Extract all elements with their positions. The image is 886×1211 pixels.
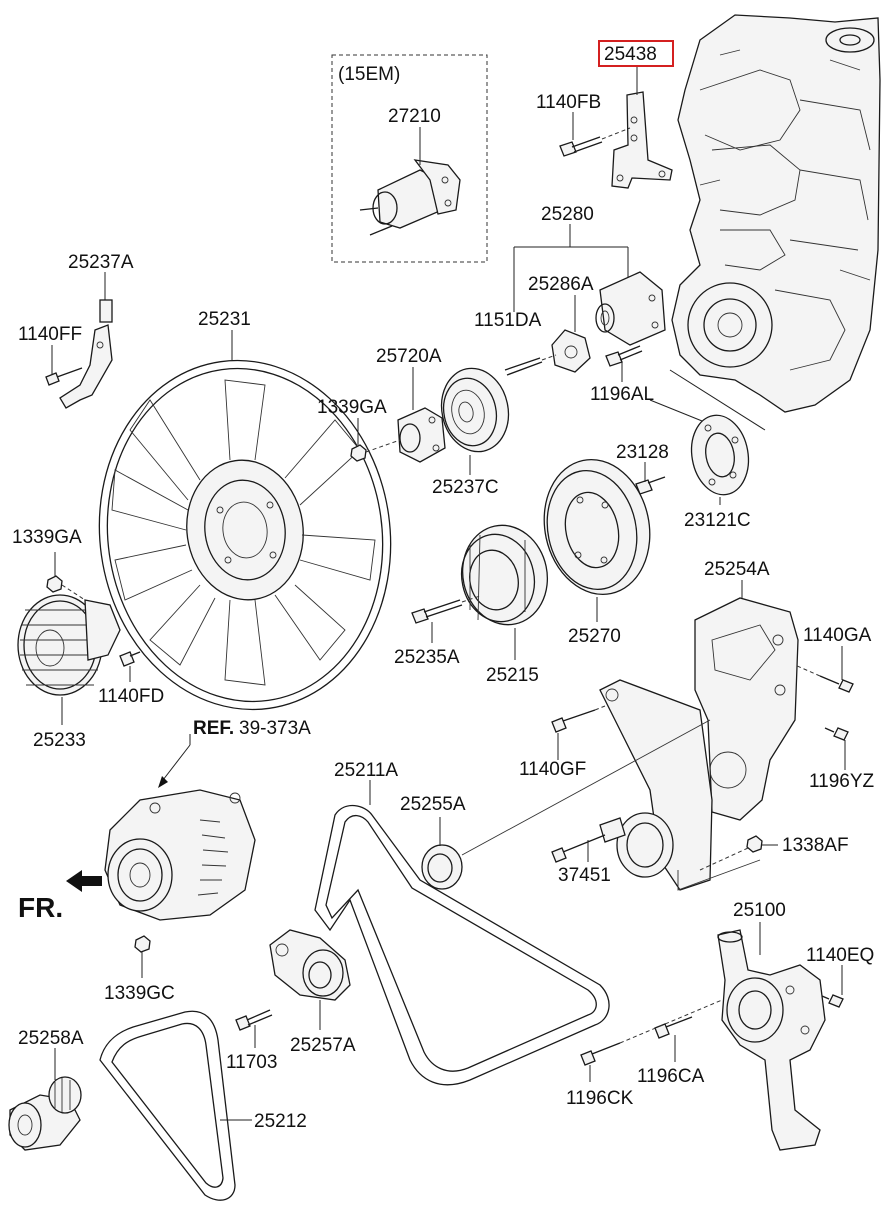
bolt-1196CK: [580, 1042, 621, 1066]
label-25237C: 25237C: [432, 477, 499, 498]
label-1339GC: 1339GC: [104, 983, 175, 1004]
bolt-11703: [235, 1009, 273, 1031]
label-25255A: 25255A: [400, 794, 466, 815]
engine-block: [671, 14, 881, 413]
label-1140FF: 1140FF: [18, 324, 82, 345]
label-1196YZ: 1196YZ: [809, 771, 875, 792]
label-1140FD: 1140FD: [98, 686, 164, 707]
bolt-1140GA: [819, 675, 854, 693]
nut-1339GA-left: [46, 575, 63, 593]
pulley-25215: [460, 524, 549, 626]
label-23121C: 23121C: [684, 510, 751, 531]
label-1196CA: 1196CA: [637, 1066, 705, 1087]
label-25100: 25100: [733, 900, 786, 921]
label-1151DA: 1151DA: [474, 310, 542, 331]
label-1140FB: 1140FB: [536, 92, 601, 113]
bolt-1196AL: [605, 345, 643, 367]
label-15EM: (15EM): [338, 64, 400, 85]
tensioner-37451: [599, 812, 674, 878]
bolt-1140FF: [45, 367, 83, 386]
flange-25286A: [551, 329, 591, 373]
label-25254A: 25254A: [704, 559, 770, 580]
label-front: FR.: [18, 892, 63, 923]
bolt-1140GF: [551, 709, 596, 733]
label-25235A: 25235A: [394, 647, 460, 668]
hub-25720A: [397, 407, 446, 463]
highlight-box-25438: [598, 40, 674, 67]
label-ref-number: 39-373A: [239, 718, 311, 739]
stud-1151DA: [504, 357, 543, 376]
label-25233: 25233: [33, 730, 86, 751]
label-25280: 25280: [541, 204, 594, 225]
label-1140GF: 1140GF: [519, 759, 586, 780]
label-25258A: 25258A: [18, 1028, 84, 1049]
label-1140EQ: 1140EQ: [806, 945, 874, 966]
actuator-27210: [359, 159, 461, 236]
label-25212: 25212: [254, 1111, 307, 1132]
label-25231: 25231: [198, 309, 251, 330]
bolt-23128: [635, 476, 666, 495]
bolt-37451: [551, 834, 606, 863]
label-23128: 23128: [616, 442, 669, 463]
damper-25270: [543, 458, 651, 596]
nut-1338AF: [746, 835, 763, 853]
pump-25280: [595, 271, 666, 346]
label-1338AF: 1338AF: [782, 835, 849, 856]
bolt-1140EQ: [821, 994, 844, 1008]
bolt-1140FD: [119, 651, 141, 667]
label-25720A: 25720A: [376, 346, 442, 367]
label-27210: 27210: [388, 106, 441, 127]
label-25257A: 25257A: [290, 1035, 356, 1056]
nut-1339GA-top: [350, 444, 367, 462]
variant-box-15EM: [331, 54, 488, 263]
label-37451: 37451: [558, 865, 611, 886]
label-11703: 11703: [226, 1052, 277, 1073]
fan-25231: [98, 359, 392, 711]
bolt-1140FB: [559, 136, 603, 157]
label-ref-bold: REF.: [193, 718, 234, 739]
label-25211A: 25211A: [334, 760, 398, 781]
label-25438: 25438: [604, 44, 657, 65]
bolt-25235A: [411, 599, 463, 624]
tensioner-25257A: [269, 929, 351, 1001]
idler-25258A: [8, 1076, 82, 1151]
label-1196AL: 1196AL: [590, 384, 654, 405]
belt-25211A: [314, 804, 610, 1086]
label-1196CK: 1196CK: [566, 1088, 634, 1109]
belt-25212: [99, 1010, 236, 1201]
label-25215: 25215: [486, 665, 539, 686]
water-pump-25100: [717, 929, 826, 1151]
pulley-25237C: [440, 367, 510, 453]
idler-25255A: [421, 844, 463, 890]
bolt-1196YZ: [824, 727, 849, 741]
bracket-25254A: [694, 597, 799, 821]
label-25286A: 25286A: [528, 274, 594, 295]
fan-clutch-25233: [17, 594, 121, 696]
label-25237A: 25237A: [68, 252, 134, 273]
front-arrow: [66, 870, 102, 892]
plate-23121C: [690, 414, 750, 496]
sensor-25237A: [59, 299, 113, 409]
nut-1339GC: [134, 935, 151, 953]
bolt-1196CA: [654, 1016, 693, 1039]
label-1140GA: 1140GA: [803, 625, 872, 646]
label-25270: 25270: [568, 626, 621, 647]
alternator: [104, 789, 256, 921]
label-1339GA-top: 1339GA: [317, 397, 387, 418]
bracket-25438: [611, 91, 673, 189]
bracket-tensioner-mount: [599, 679, 713, 891]
label-1339GA-left: 1339GA: [12, 527, 82, 548]
